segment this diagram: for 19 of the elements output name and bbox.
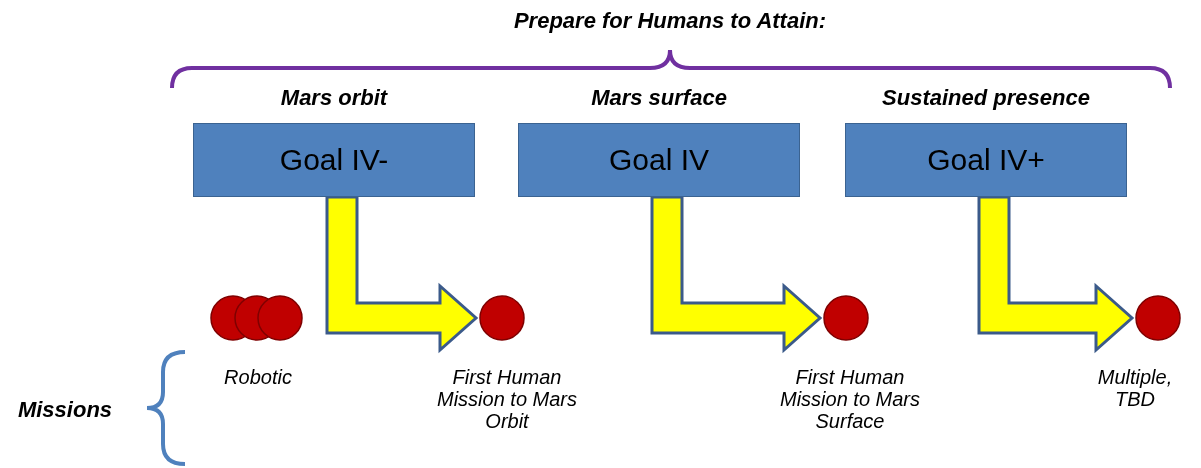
goal-box: Goal IV+ — [845, 123, 1127, 197]
mission-label: First Human Mission to Mars Orbit — [436, 366, 578, 432]
mission-dot — [257, 295, 303, 341]
mission-dot — [823, 295, 869, 341]
goal-heading: Mars orbit — [279, 85, 389, 111]
goal-box: Goal IV- — [193, 123, 475, 197]
bent-arrow — [650, 195, 823, 354]
mission-label: First Human Mission to Mars Surface — [779, 366, 921, 432]
side-label: Missions — [16, 397, 114, 423]
goal-heading: Sustained presence — [881, 85, 1091, 111]
mission-label: Robotic — [223, 366, 293, 388]
bent-arrow — [325, 195, 479, 354]
goal-heading: Mars surface — [590, 85, 728, 111]
diagram-title: Prepare for Humans to Attain: — [512, 8, 828, 34]
mission-dot — [479, 295, 525, 341]
mission-dot — [1135, 295, 1181, 341]
bent-arrow — [977, 195, 1135, 354]
mission-label: Multiple, TBD — [1096, 366, 1174, 410]
goal-box: Goal IV — [518, 123, 800, 197]
